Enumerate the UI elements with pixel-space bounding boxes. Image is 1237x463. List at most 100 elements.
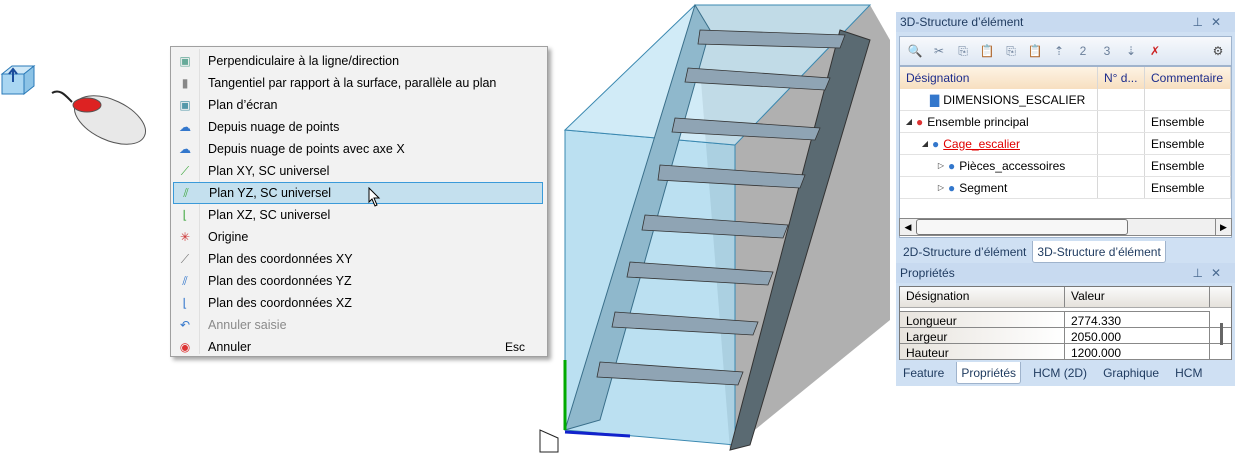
- tab-properties-2[interactable]: HCM (2D): [1033, 366, 1088, 380]
- database-icon: ▇: [930, 92, 940, 107]
- tab-3d-structure[interactable]: 3D-Structure d’élément: [1032, 241, 1166, 263]
- paste-special-icon[interactable]: 📋: [1027, 44, 1043, 58]
- prop-col-designation: Désignation: [900, 287, 1065, 307]
- tab-properties-3[interactable]: Graphique: [1103, 366, 1160, 380]
- structure-title-bar: 3D-Structure d’élément ⊥✕: [896, 12, 1235, 32]
- menu-item[interactable]: ✳ Origine: [173, 226, 543, 248]
- tree-item-label: Ensemble principal: [927, 114, 1029, 129]
- menu-item[interactable]: ▮ Tangentiel par rapport à la surface, pa…: [173, 72, 543, 94]
- tree-item-label: Segment: [959, 180, 1008, 195]
- tab-properties-4[interactable]: HCM: [1175, 366, 1203, 380]
- coord-plane-yz-icon: ⫽: [182, 273, 188, 288]
- tree-item-comment: Ensemble: [1145, 177, 1231, 198]
- menu-item-label: Plan YZ, SC universel: [209, 186, 332, 200]
- coord-plane-xz-icon: ⌊: [182, 296, 188, 310]
- copy-icon[interactable]: ⎘: [958, 43, 968, 58]
- shortcut-label: Esc: [504, 340, 525, 354]
- pin-close-controls[interactable]: ⊥✕: [1192, 15, 1229, 29]
- expand-toggle-icon[interactable]: ▷: [937, 161, 944, 170]
- col-comment[interactable]: Commentaire: [1145, 67, 1231, 89]
- properties-tabs: Feature Propriétés HCM (2D) Graphique HCM: [896, 362, 1235, 384]
- tree-item-comment: Ensemble: [1145, 111, 1231, 132]
- menu-item[interactable]: ⟋Plan XY, SC universel: [173, 160, 543, 182]
- search-icon[interactable]: 🔍: [907, 44, 923, 58]
- tree-item-label: Cage_escalier: [943, 136, 1020, 151]
- mouse-cursor-icon: [368, 187, 381, 207]
- coord-plane-xy-icon: ⟋: [180, 251, 190, 266]
- point-cloud-axis-icon: ☁: [179, 142, 191, 156]
- clear-sort-icon[interactable]: ✗: [1149, 44, 1161, 58]
- menu-item[interactable]: ⫽Plan YZ, SC universel: [173, 182, 543, 204]
- tree-item-label: DIMENSIONS_ESCALIER: [943, 92, 1086, 107]
- plane-xz-icon: ⌊: [182, 208, 188, 222]
- menu-item[interactable]: ▣Plan d’écran: [173, 94, 543, 116]
- structure-toolbar: 🔍 ✂ ⎘ 📋 ⎘ 📋 ⇡ 2 3 ⇣ ✗ ⚙: [899, 36, 1232, 66]
- expand-level-2-icon[interactable]: 2: [1079, 44, 1087, 58]
- assembly-icon: ●: [932, 136, 940, 151]
- prop-col-value: Valeur: [1065, 287, 1210, 307]
- menu-item-label: Plan des coordonnées XZ: [208, 296, 352, 310]
- context-menu: ▣Perpendiculaire à la ligne/direction ▮ Ta…: [170, 46, 548, 357]
- paste-icon[interactable]: 📋: [979, 44, 995, 58]
- property-name: Hauteur: [900, 344, 1065, 360]
- cut-icon[interactable]: ✂: [933, 44, 945, 58]
- expand-toggle-icon[interactable]: ▷: [937, 183, 944, 192]
- cylinder-tangent-icon: ▮: [181, 76, 189, 90]
- menu-item[interactable]: ☁Depuis nuage de points: [173, 116, 543, 138]
- tree-row[interactable]: ◢ ●Cage_escalier Ensemble: [900, 133, 1231, 155]
- copy-special-icon[interactable]: ⎘: [1006, 43, 1016, 58]
- vertical-scrollbar[interactable]: [1220, 323, 1223, 345]
- menu-item[interactable]: ⌊ Plan des coordonnées XZ: [173, 292, 543, 314]
- expand-level-1-icon[interactable]: ⇡: [1053, 44, 1065, 58]
- expand-toggle-icon[interactable]: ◢: [921, 139, 928, 148]
- structure-title: 3D-Structure d’élément: [900, 15, 1024, 29]
- expand-toggle-icon[interactable]: ◢: [905, 117, 912, 126]
- menu-item-label: Tangentiel par rapport à la surface, par…: [208, 76, 497, 90]
- menu-item[interactable]: ⟋Plan des coordonnées XY: [173, 248, 543, 270]
- col-number[interactable]: N° d...: [1098, 67, 1145, 89]
- tab-2d-structure[interactable]: 2D-Structure d’élément: [903, 245, 1027, 259]
- tab-properties-0[interactable]: Feature: [903, 366, 945, 380]
- menu-item[interactable]: ⫽ Plan des coordonnées YZ: [173, 270, 543, 292]
- tree-row[interactable]: ▇DIMENSIONS_ESCALIER: [900, 89, 1231, 111]
- property-value[interactable]: 2050.000: [1065, 328, 1210, 344]
- properties-title: Propriétés: [900, 266, 955, 280]
- screen-plane-icon: ▣: [179, 98, 191, 112]
- undo-input-icon: ↶: [179, 318, 191, 332]
- gear-icon[interactable]: ⚙: [1212, 44, 1224, 58]
- tree-item-comment: Ensemble: [1145, 155, 1231, 176]
- property-name: Largeur: [900, 328, 1065, 344]
- expand-all-icon[interactable]: ⇣: [1125, 44, 1137, 58]
- col-designation[interactable]: Désignation: [900, 67, 1098, 89]
- view-cube-icon[interactable]: [0, 60, 40, 100]
- menu-item[interactable]: ⌊Plan XZ, SC universel: [173, 204, 543, 226]
- menu-item[interactable]: ▣Perpendiculaire à la ligne/direction: [173, 50, 543, 72]
- property-value[interactable]: 1200.000: [1065, 344, 1210, 360]
- expand-level-3-icon[interactable]: 3: [1103, 44, 1111, 58]
- menu-item[interactable]: ↶Annuler saisie: [173, 314, 543, 336]
- box-perpendicular-icon: ▣: [179, 54, 191, 68]
- property-value[interactable]: 2774.330: [1065, 312, 1210, 328]
- tree-item-comment: Ensemble: [1145, 133, 1231, 154]
- tree-item-comment: [1145, 89, 1231, 110]
- origin-icon: ✳: [179, 230, 191, 244]
- menu-item-label: Plan des coordonnées YZ: [208, 274, 352, 288]
- pin-close-controls[interactable]: ⊥✕: [1192, 266, 1229, 280]
- menu-item[interactable]: ☁Depuis nuage de points avec axe X: [173, 138, 543, 160]
- staircase-3d-view[interactable]: [530, 0, 895, 463]
- menu-item-label: Origine: [208, 230, 249, 244]
- tab-properties-1[interactable]: Propriétés: [956, 362, 1022, 384]
- menu-item-label: Plan XY, SC universel: [208, 164, 330, 178]
- horizontal-scrollbar[interactable]: ◀▶: [899, 218, 1232, 236]
